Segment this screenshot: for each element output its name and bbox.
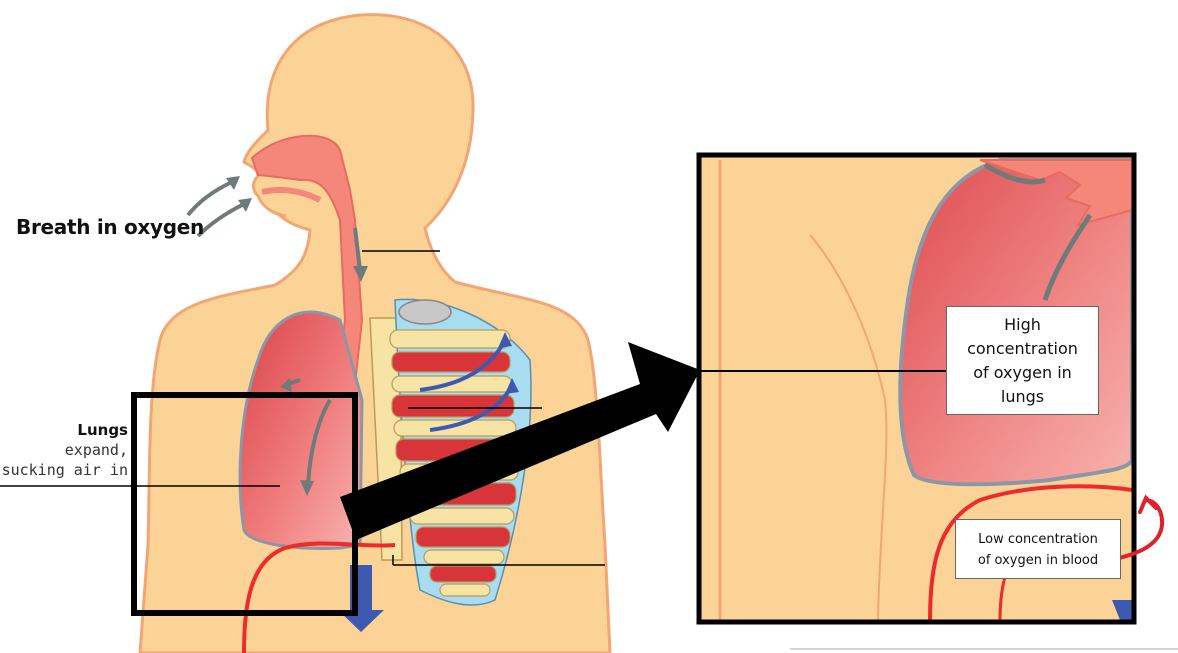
airway <box>250 134 364 388</box>
high-line-2: concentration <box>967 339 1078 358</box>
zoomed-blood-vessel <box>928 484 1132 620</box>
low-line-1: Low concentration <box>978 532 1098 547</box>
low-line-2: of oxygen in blood <box>977 553 1099 568</box>
lungs-line-1: expand, <box>64 441 128 459</box>
leader-lines <box>0 250 605 566</box>
high-concentration-box: High concentration of oxygen in lungs <box>946 306 1099 415</box>
air-flow-arrows <box>186 180 362 486</box>
high-line-1: High <box>1004 315 1041 334</box>
low-concentration-box: Low concentration of oxygen in blood <box>955 519 1121 579</box>
lungs-line-2: sucking air in <box>1 461 128 479</box>
lung-left <box>238 310 364 550</box>
high-line-3: of oxygen in <box>973 363 1072 382</box>
lungs-title: Lungs <box>77 421 128 439</box>
zoom-pointer-arrow <box>340 342 700 540</box>
high-line-4: lungs <box>1000 387 1045 406</box>
zoom-view-frame <box>696 152 1137 625</box>
breath-label: Breath in oxygen <box>16 215 204 239</box>
lungs-label: Lungs expand, sucking air in <box>0 420 128 480</box>
